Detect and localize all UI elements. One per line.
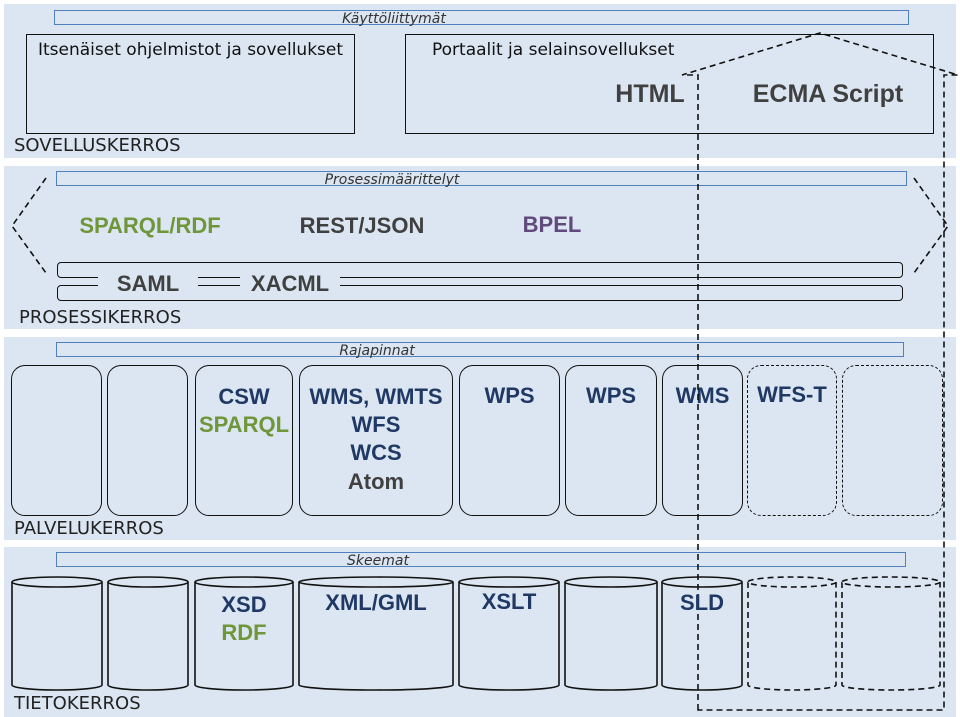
service-box-csw xyxy=(195,365,293,516)
interfaces-band-title: Rajapinnat xyxy=(339,343,415,359)
process-band xyxy=(56,171,907,186)
wcs-label: WCS xyxy=(350,440,402,465)
service-box-wms xyxy=(662,365,743,516)
rdf-label: RDF xyxy=(221,620,267,645)
xacml-label: XACML xyxy=(240,269,340,298)
portals-box xyxy=(405,34,934,134)
service-box-wfs-t xyxy=(747,365,837,516)
html-label: HTML xyxy=(615,80,685,108)
portals-title: Portaalit ja selainsovellukset xyxy=(432,40,675,60)
service-box-2 xyxy=(107,365,188,516)
ui-band xyxy=(54,10,909,25)
service-box-empty-dashed xyxy=(842,365,943,516)
data-store-1 xyxy=(11,576,103,691)
data-store-xml-gml xyxy=(298,576,454,691)
service-layer-label: PALVELUKERROS xyxy=(14,518,164,539)
schemas-band-title: Skeemat xyxy=(347,553,409,569)
service-box-1 xyxy=(11,365,102,516)
atom-label: Atom xyxy=(347,469,405,494)
standalone-apps-box xyxy=(26,34,355,134)
process-layer-label: PROSESSIKERROS xyxy=(19,307,182,328)
process-arrow-outline xyxy=(11,177,949,274)
sld-label: SLD xyxy=(680,590,724,615)
data-store-sld xyxy=(661,576,743,691)
wps-label-1: WPS xyxy=(484,383,535,408)
sparql-rdf-label: SPARQL/RDF xyxy=(79,213,221,238)
wfs-t-label: WFS-T xyxy=(757,382,827,407)
data-store-dashed-2 xyxy=(841,576,941,691)
service-box-wps-1 xyxy=(459,365,560,516)
service-box-wms-wmts xyxy=(299,365,453,516)
data-store-2 xyxy=(107,576,189,691)
bpel-label: BPEL xyxy=(522,212,582,237)
data-store-dashed-1 xyxy=(747,576,837,691)
saml-label: SAML xyxy=(98,269,198,298)
schemas-band xyxy=(56,552,906,567)
rest-json-label: REST/JSON xyxy=(299,213,425,238)
wms-wmts-label: WMS, WMTS xyxy=(309,384,443,409)
service-box-wps-2 xyxy=(565,365,657,516)
application-layer-label: SOVELLUSKERROS xyxy=(14,135,181,156)
standalone-apps-title: Itsenäiset ohjelmistot ja sovellukset xyxy=(38,40,344,60)
wms-label: WMS xyxy=(675,383,730,408)
ui-band-title: Käyttöliittymät xyxy=(342,11,446,27)
data-store-xslt xyxy=(458,576,560,691)
data-store-6 xyxy=(564,576,658,691)
xslt-label: XSLT xyxy=(481,589,537,614)
sparql-service-label: SPARQL xyxy=(198,412,290,437)
vertical-dashed-arrow xyxy=(681,32,959,711)
xml-gml-label: XML/GML xyxy=(325,590,427,615)
ecma-script-label: ECMA Script xyxy=(752,80,904,108)
wps-label-2: WPS xyxy=(585,383,637,408)
process-layer xyxy=(4,166,956,329)
xsd-label: XSD xyxy=(221,592,267,617)
data-layer-label: TIETOKERROS xyxy=(14,693,141,714)
csw-label: CSW xyxy=(218,384,270,409)
wfs-label: WFS xyxy=(351,412,401,437)
interfaces-band xyxy=(56,342,904,357)
data-store-xsd xyxy=(194,576,294,691)
process-band-title: Prosessimäärittelyt xyxy=(324,172,460,188)
